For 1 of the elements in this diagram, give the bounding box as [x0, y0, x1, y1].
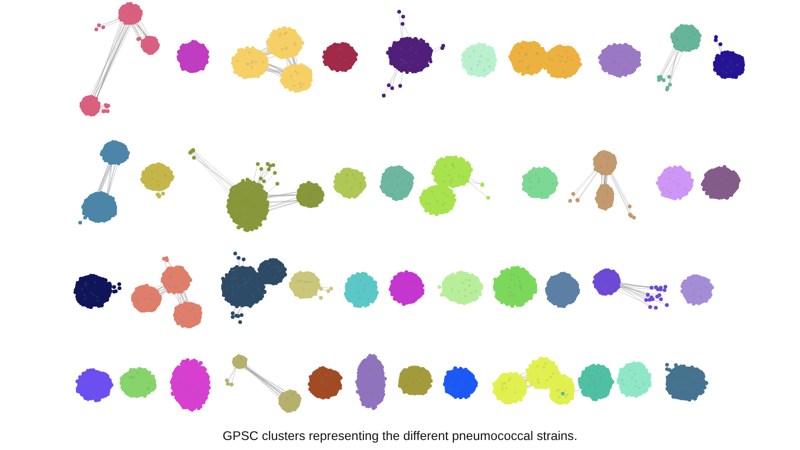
caption: GPSC clusters representing the different pneumococcal strains.: [222, 428, 578, 444]
